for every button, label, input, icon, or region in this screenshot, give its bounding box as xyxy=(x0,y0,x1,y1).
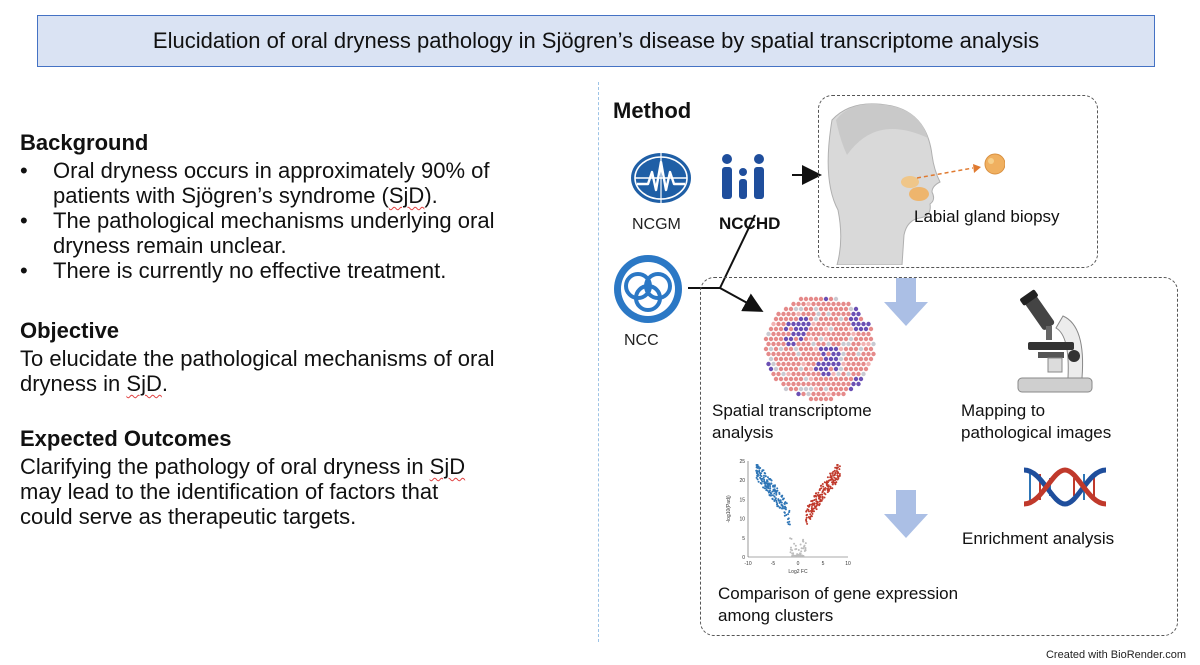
column-divider xyxy=(598,82,599,642)
ncc-label: NCC xyxy=(624,332,659,349)
analysis-box xyxy=(700,277,1178,636)
dna-icon xyxy=(1023,467,1107,507)
biopsy-arrow xyxy=(916,153,1005,179)
objective-heading: Objective xyxy=(20,318,120,343)
page-title: Elucidation of oral dryness pathology in… xyxy=(152,28,1040,53)
y-tick-label: 0 xyxy=(742,555,745,561)
outcomes-line: may lead to the identification of factor… xyxy=(20,479,439,504)
ncgm-logo-icon xyxy=(631,153,691,203)
comparison-label-line: among clusters xyxy=(718,606,834,625)
list-item: Oral dryness occurs in approximately 90%… xyxy=(18,158,588,208)
x-tick-label: 10 xyxy=(845,561,851,567)
outcomes-text: Clarifying the pathology of oral dryness… xyxy=(20,454,595,529)
objective-text: To elucidate the pathological mechanisms… xyxy=(20,346,595,396)
background-heading: Background xyxy=(20,130,149,155)
bullet-text: patients with Sjögren’s syndrome ( xyxy=(53,183,389,208)
objective-line: . xyxy=(161,371,168,396)
x-tick-label: 5 xyxy=(822,561,825,567)
y-tick-label: 25 xyxy=(739,459,745,465)
title-box: Elucidation of oral dryness pathology in… xyxy=(37,15,1155,67)
sjd-term: SjD xyxy=(126,371,162,396)
comparison-label: Comparison of gene expression among clus… xyxy=(718,583,958,627)
spatial-tissue-icon xyxy=(763,296,876,402)
ncchd-label: NCCHD xyxy=(719,214,781,233)
volcano-points xyxy=(755,464,841,557)
spatial-label: Spatial transcriptome analysis xyxy=(712,400,872,444)
outcomes-line: could serve as therapeutic targets. xyxy=(20,504,357,529)
y-tick-label: 15 xyxy=(739,497,745,503)
microscope-icon xyxy=(1017,289,1093,393)
y-tick-label: 20 xyxy=(739,478,745,484)
ncgm-label: NCGM xyxy=(632,216,681,233)
x-axis-label: Log2 FC xyxy=(788,569,808,575)
list-item: The pathological mechanisms underlying o… xyxy=(18,208,588,258)
x-tick-label: -10 xyxy=(744,561,751,567)
bullet-text: The pathological mechanisms underlying o… xyxy=(53,208,495,233)
outcomes-heading: Expected Outcomes xyxy=(20,426,232,451)
y-axis-label: -log10(Padj) xyxy=(726,495,732,523)
down-arrow-icon xyxy=(884,490,928,538)
x-tick-label: 0 xyxy=(797,561,800,567)
footer-credit: Created with BioRender.com xyxy=(1045,649,1186,661)
down-arrow-icon xyxy=(884,278,928,326)
objective-line: dryness in xyxy=(20,371,127,396)
objective-line: To elucidate the pathological mechanisms… xyxy=(20,346,495,371)
bullet-text: ). xyxy=(424,183,438,208)
x-tick-label: -5 xyxy=(771,561,776,567)
ncc-logo-icon xyxy=(614,255,682,323)
biopsy-label: Labial gland biopsy xyxy=(914,207,1060,226)
tissue-spots xyxy=(763,296,876,402)
outcomes-line: Clarifying the pathology of oral dryness… xyxy=(20,454,430,479)
method-heading: Method xyxy=(613,98,692,123)
flow-arrows xyxy=(688,165,822,312)
comparison-label-line: Comparison of gene expression xyxy=(718,584,959,603)
mapping-label-line: pathological images xyxy=(961,423,1112,442)
mapping-label: Mapping to pathological images xyxy=(961,400,1111,444)
bullet-text: dryness remain unclear. xyxy=(53,233,287,258)
ncchd-logo-icon xyxy=(722,154,764,199)
head-profile-icon xyxy=(827,103,941,265)
bullet-text: Oral dryness occurs in approximately 90%… xyxy=(53,158,490,183)
background-list: Oral dryness occurs in approximately 90%… xyxy=(18,158,588,283)
spatial-label-line: Spatial transcriptome xyxy=(712,401,872,420)
bullet-text: There is currently no effective treatmen… xyxy=(53,258,447,283)
enrichment-label: Enrichment analysis xyxy=(962,529,1115,548)
sjd-term: SjD xyxy=(388,183,425,208)
mapping-label-line: Mapping to xyxy=(961,401,1046,420)
sjd-term: SjD xyxy=(429,454,466,479)
y-tick-label: 5 xyxy=(742,536,745,542)
list-item: There is currently no effective treatmen… xyxy=(18,258,588,283)
y-tick-label: 10 xyxy=(739,517,745,523)
spatial-label-line: analysis xyxy=(712,423,774,442)
biopsy-box xyxy=(818,95,1098,268)
